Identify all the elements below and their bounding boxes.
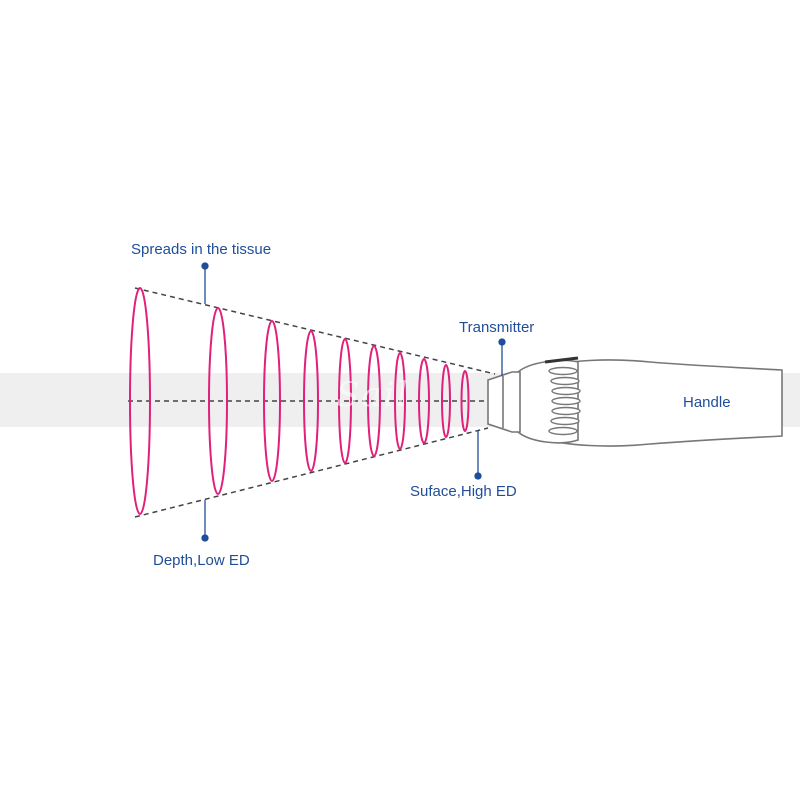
wave-ring-icon [208,307,228,495]
grip-slot [550,376,580,386]
wave-ring-icon [367,345,381,457]
cone-lower-edge [134,427,489,518]
transmitter-tip [487,371,521,433]
wave-ring-icon [441,364,451,438]
wave-ring-icon [394,352,406,450]
grip-slots [548,366,581,436]
label-surface-high-ed: Suface,High ED [410,483,517,500]
wave-ring-icon [338,338,352,464]
grip-slot [548,426,578,436]
wave-ring-icon [460,370,470,432]
spreads-leader-dot [201,262,209,270]
wave-ring-icon [263,320,281,482]
label-depth-low-ed: Depth,Low ED [153,552,250,569]
leader-lines [201,262,506,542]
wave-ring-icon [303,330,319,472]
grip-ridge [544,356,579,364]
depth-leader-dot [201,534,209,542]
handle-body [539,359,783,447]
wave-ring-icon [129,287,151,515]
surface-leader-dot [474,472,482,480]
label-spreads-in-tissue: Spreads in the tissue [131,241,272,258]
watermark-text: Sail [336,375,410,415]
cone-upper-edge [134,287,496,375]
grip-slot [551,396,581,406]
wave-ring-icon [418,358,430,444]
grip-slot [551,386,581,396]
shockwave-handpiece-icon [487,356,783,447]
grip-slot [550,416,580,426]
wave-rings [129,287,470,515]
transmitter-leader-dot [498,338,506,346]
grip-slot [551,406,581,416]
label-handle: Handle [683,394,731,411]
label-transmitter: Transmitter [459,319,535,336]
grip-slot [548,366,578,376]
